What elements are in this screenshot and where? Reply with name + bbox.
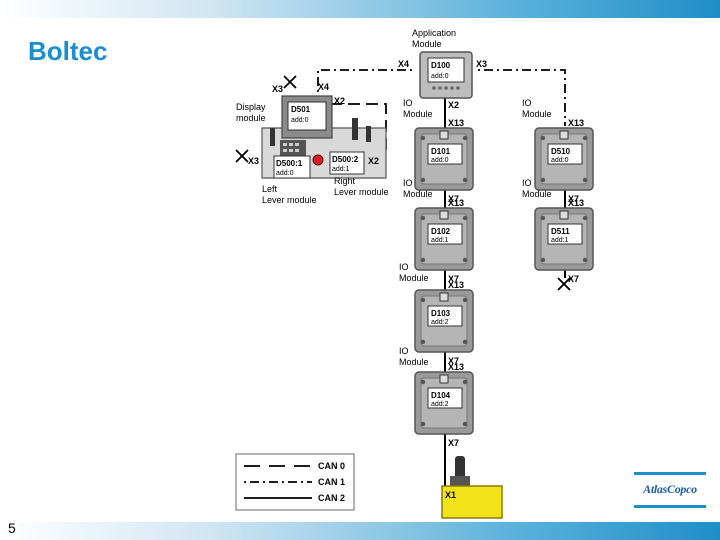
- io-module-label-2: Module: [403, 109, 433, 119]
- io-module: [414, 289, 474, 353]
- io-module-id: D101: [431, 147, 451, 156]
- io-module-label-2: Module: [522, 189, 552, 199]
- display-port-x3: X3: [272, 84, 283, 94]
- legend: [235, 453, 355, 511]
- right-lever-label-2: Lever module: [334, 187, 389, 197]
- right-lever-label: Right: [334, 176, 356, 186]
- legend-label-can2: CAN 2: [318, 493, 345, 503]
- io-module-id: D102: [431, 227, 451, 236]
- io-module-addr: add:2: [431, 401, 449, 408]
- io-module-label-2: Module: [399, 357, 429, 367]
- io-module-label: IO: [399, 262, 409, 272]
- io-module-addr: add:1: [431, 237, 449, 244]
- io-module: [414, 207, 474, 271]
- io-port-top: X13: [448, 198, 464, 208]
- io-port-top: X13: [448, 118, 464, 128]
- legend-label-can1: CAN 1: [318, 477, 345, 487]
- io-module-id: D510: [551, 147, 571, 156]
- page-number: 5: [8, 520, 16, 536]
- io-modules-layer: D101add:0X13X7IOModuleD102add:1X13X7IOMo…: [399, 98, 594, 448]
- application-module-addr: add:0: [431, 73, 449, 80]
- joystick-unit: [441, 456, 503, 519]
- io-module-id: D511: [551, 227, 570, 236]
- atlas-copco-logo: AtlasCopco: [634, 472, 706, 508]
- left-lever-port-x3: X3: [248, 156, 259, 166]
- io-module-label: IO: [403, 98, 413, 108]
- io-port-top: X13: [448, 362, 464, 372]
- display-module-id: D501: [291, 105, 311, 114]
- operator-console: [261, 95, 387, 179]
- display-port-x4: X4: [318, 82, 329, 92]
- io-module: [534, 127, 594, 191]
- display-module-label: Display: [236, 102, 266, 112]
- io-port-top: X13: [448, 280, 464, 290]
- top-gradient-bar: [0, 0, 720, 18]
- application-module-label: Application: [412, 28, 456, 38]
- io-module-label-2: Module: [522, 109, 552, 119]
- io-module-id: D104: [431, 391, 451, 400]
- application-module: [419, 51, 473, 99]
- io-port-bottom: X7: [448, 356, 459, 366]
- left-lever-label-2: Lever module: [262, 195, 317, 205]
- right-lever-addr: add:1: [332, 166, 350, 173]
- legend-label-can0: CAN 0: [318, 461, 345, 471]
- display-module-label-2: module: [236, 113, 266, 123]
- left-lever-addr: add:0: [276, 170, 294, 177]
- io-module-label: IO: [403, 178, 413, 188]
- io-module: [414, 371, 474, 435]
- application-module-label-2: Module: [412, 39, 442, 49]
- app-port-x2: X2: [448, 100, 459, 110]
- io-module-addr: add:2: [431, 319, 449, 326]
- io-module-label-2: Module: [399, 273, 429, 283]
- app-port-x4: X4: [398, 59, 409, 69]
- joystick-port-x1: X1: [445, 490, 456, 500]
- io-port-bottom: X7: [448, 194, 459, 204]
- io-port-bottom: X7: [448, 274, 459, 284]
- application-module-id: D100: [431, 61, 451, 70]
- can1-bus-line: [478, 69, 566, 126]
- logo-text: AtlasCopco: [643, 482, 697, 496]
- io-port-bottom: X7: [568, 194, 579, 204]
- terminator-cross-icon: [235, 75, 571, 291]
- left-lever-label: Left: [262, 184, 278, 194]
- io-module-label: IO: [399, 346, 409, 356]
- io-module-addr: add:1: [551, 237, 569, 244]
- display-port-x2: X2: [334, 96, 345, 106]
- io-module-addr: add:0: [431, 157, 449, 164]
- io-module-label: IO: [522, 178, 532, 188]
- page-title: Boltec: [28, 36, 108, 66]
- io-port-top: X13: [568, 198, 584, 208]
- io-port-bottom: X7: [568, 274, 579, 284]
- io-module-id: D103: [431, 309, 451, 318]
- io-port-bottom: X7: [448, 438, 459, 448]
- io-module: [534, 207, 594, 271]
- right-lever-id: D500:2: [332, 155, 359, 164]
- io-module: [414, 127, 474, 191]
- app-port-x3: X3: [476, 59, 487, 69]
- bottom-gradient-bar: [0, 522, 720, 540]
- left-lever-id: D500:1: [276, 159, 303, 168]
- io-module-addr: add:0: [551, 157, 569, 164]
- display-module-addr: add:0: [291, 117, 309, 124]
- io-port-top: X13: [568, 118, 584, 128]
- io-module-label-2: Module: [403, 189, 433, 199]
- right-lever-port-x2: X2: [368, 156, 379, 166]
- can0-bus-line: [317, 69, 412, 92]
- io-module-label: IO: [522, 98, 532, 108]
